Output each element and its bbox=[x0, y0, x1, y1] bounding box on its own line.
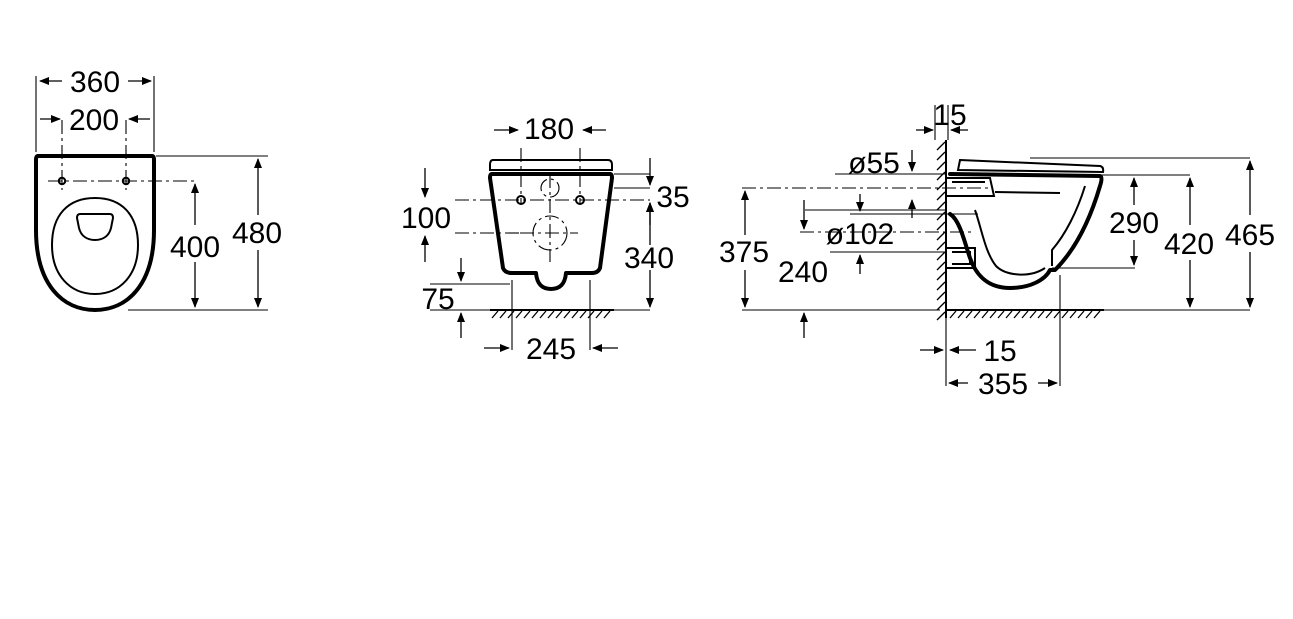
label-side-projection: 355 bbox=[978, 368, 1028, 401]
label-top-hole-depth: 400 bbox=[170, 231, 220, 264]
label-side-inlet-diameter: ø55 bbox=[848, 147, 900, 180]
label-front-outlet-height: 340 bbox=[624, 242, 674, 275]
top-view: 360 200 400 480 bbox=[34, 66, 282, 312]
front-view-bowl-outline bbox=[488, 172, 614, 291]
front-view-inlet bbox=[540, 178, 560, 198]
label-top-holes: 200 bbox=[69, 104, 119, 137]
side-view-bowl-inner bbox=[974, 185, 1086, 276]
label-front-hole-height: 100 bbox=[401, 202, 451, 235]
top-view-inner-cutout bbox=[75, 213, 115, 242]
label-top-width: 360 bbox=[70, 66, 120, 99]
front-view-seat bbox=[489, 159, 613, 171]
label-front-holes: 180 bbox=[524, 113, 574, 146]
side-view-seat bbox=[956, 158, 1105, 174]
front-view: 180 35 100 340 75 245 bbox=[401, 113, 690, 366]
label-front-base-width: 245 bbox=[526, 333, 576, 366]
label-side-total-height: 465 bbox=[1225, 219, 1275, 252]
label-side-rim-height: 420 bbox=[1164, 228, 1214, 261]
side-view: 15 ø55 ø102 375 240 290 420 465 15 bbox=[719, 99, 1275, 401]
front-view-floor bbox=[490, 309, 614, 319]
label-side-inlet-height: 375 bbox=[719, 236, 769, 269]
label-side-wall-top: 15 bbox=[933, 99, 966, 132]
side-view-inlet-connector bbox=[946, 177, 996, 197]
label-side-wall-gap: 15 bbox=[983, 335, 1016, 368]
label-side-bowl-height: 290 bbox=[1109, 207, 1159, 240]
top-view-seat-opening bbox=[50, 196, 140, 296]
label-front-hole-offset: 35 bbox=[656, 181, 689, 214]
top-view-bowl-outline bbox=[34, 154, 156, 312]
label-side-outlet-diameter: ø102 bbox=[826, 218, 894, 251]
label-side-outlet-height: 240 bbox=[778, 256, 828, 289]
side-view-floor bbox=[946, 309, 1104, 319]
side-view-bowl-outline bbox=[948, 172, 1104, 290]
side-view-wall bbox=[936, 140, 947, 321]
label-top-depth: 480 bbox=[232, 217, 282, 250]
side-view-outlet-connector bbox=[946, 247, 976, 269]
label-front-bottom-gap: 75 bbox=[421, 283, 454, 316]
